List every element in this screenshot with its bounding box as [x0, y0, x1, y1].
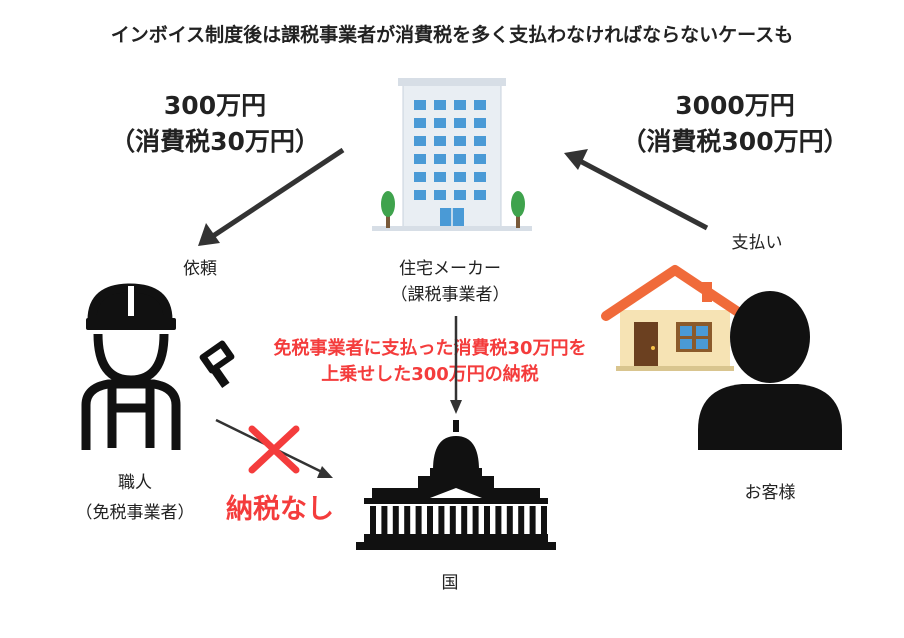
building-window — [474, 100, 486, 110]
capitol-column — [484, 506, 490, 534]
building-window — [474, 136, 486, 146]
building-window — [414, 154, 426, 164]
capitol-column — [392, 506, 399, 534]
building-window — [474, 118, 486, 128]
building-window — [414, 136, 426, 146]
capitol-column — [438, 506, 445, 534]
building-window — [454, 118, 466, 128]
cross-mark-icon — [248, 425, 300, 474]
capitol-column — [518, 506, 525, 534]
surcharge-note-line1: 免税事業者に支払った消費税30万円を — [273, 338, 587, 359]
left-price-amount: 300万円 — [163, 91, 267, 120]
diagram-title: インボイス制度後は課税事業者が消費税を多く支払わなければならないケースも — [110, 24, 794, 46]
building-window — [454, 136, 466, 146]
arrow-customer-to-maker — [564, 149, 709, 231]
building-window — [434, 190, 446, 200]
arrow-maker-to-worker — [198, 147, 345, 246]
building-window — [414, 118, 426, 128]
building-window — [474, 172, 486, 182]
capitol-column — [427, 506, 433, 534]
request-label: 依頼 — [183, 259, 217, 279]
capitol-column — [541, 506, 547, 534]
capitol-column — [449, 506, 456, 534]
building-window — [414, 172, 426, 182]
building-window — [454, 154, 466, 164]
no-tax-note: 納税なし — [226, 494, 334, 525]
capitol-column — [495, 506, 502, 534]
building-window — [434, 100, 446, 110]
house-icon — [601, 265, 749, 371]
right-price-tax: （消費税300万円） — [621, 127, 849, 156]
customer-person-icon — [698, 291, 842, 450]
capitol-building-icon — [356, 420, 556, 550]
maker-status: （課税事業者） — [390, 285, 510, 305]
capitol-column — [506, 506, 513, 534]
customer-label: お客様 — [744, 483, 796, 503]
building-window — [434, 118, 446, 128]
building-window — [474, 154, 486, 164]
building-window — [414, 100, 426, 110]
right-price-amount: 3000万円 — [675, 91, 795, 120]
building-window — [474, 190, 486, 200]
capitol-column — [370, 506, 376, 534]
worker-status: （免税事業者） — [75, 503, 195, 523]
office-building-icon — [372, 78, 532, 231]
capitol-column — [415, 506, 422, 534]
building-window — [414, 190, 426, 200]
building-window — [454, 190, 466, 200]
state-label: 国 — [441, 573, 459, 593]
arrow-maker-to-state — [450, 316, 462, 414]
payment-label: 支払い — [731, 233, 783, 253]
building-window — [454, 100, 466, 110]
hammer-icon — [199, 340, 235, 388]
capitol-column — [404, 506, 411, 534]
building-window — [434, 136, 446, 146]
capitol-column — [529, 506, 536, 534]
building-window — [434, 172, 446, 182]
building-window — [434, 154, 446, 164]
left-price-tax: （消費税30万円） — [110, 127, 320, 156]
building-window — [454, 172, 466, 182]
surcharge-note-line2: 上乗せした300万円の納税 — [321, 364, 539, 385]
capitol-column — [461, 506, 468, 534]
worker-helmet-icon — [81, 283, 181, 450]
capitol-column — [381, 506, 388, 534]
capitol-column — [472, 506, 479, 534]
maker-name: 住宅メーカー — [399, 259, 501, 279]
worker-name: 職人 — [118, 473, 152, 493]
